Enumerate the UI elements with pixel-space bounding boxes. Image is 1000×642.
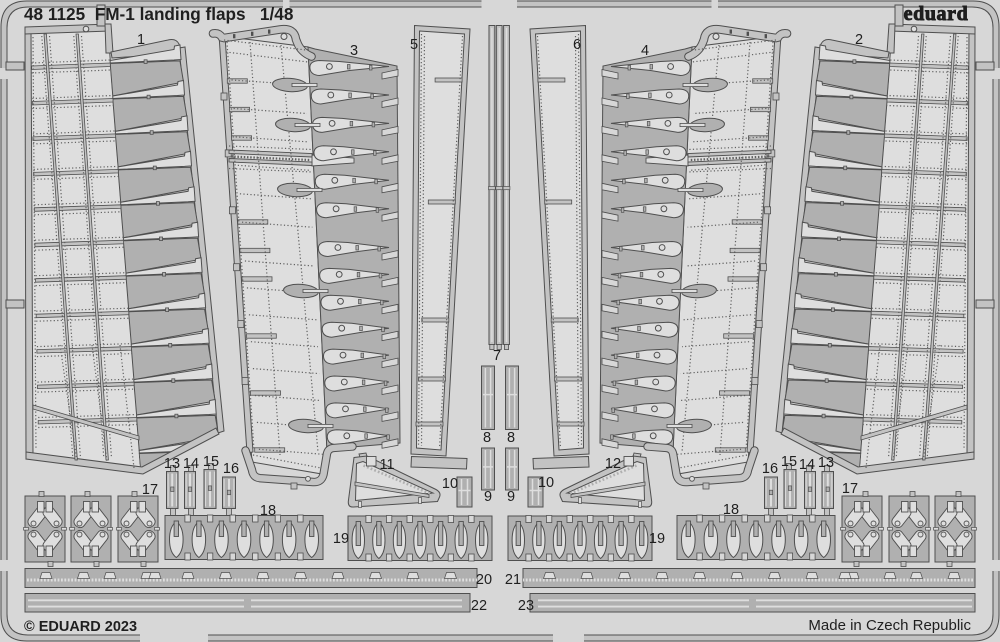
svg-text:23: 23 [518, 598, 534, 614]
svg-text:12: 12 [605, 456, 621, 472]
svg-text:17: 17 [842, 481, 858, 497]
svg-text:2: 2 [855, 32, 863, 48]
svg-text:16: 16 [223, 461, 239, 477]
svg-text:8: 8 [507, 430, 515, 446]
svg-text:15: 15 [203, 454, 219, 470]
svg-text:8: 8 [483, 430, 491, 446]
svg-text:© EDUARD 2023: © EDUARD 2023 [24, 619, 137, 635]
svg-text:14: 14 [799, 457, 815, 473]
svg-text:11: 11 [379, 457, 394, 473]
svg-text:6: 6 [573, 37, 581, 53]
svg-text:19: 19 [333, 531, 349, 547]
svg-text:13: 13 [164, 456, 180, 472]
svg-text:9: 9 [484, 489, 492, 505]
svg-text:48 1125 FM-1 landing flaps: 48 1125 FM-1 landing flaps 1/48 [24, 4, 294, 24]
svg-text:3: 3 [350, 43, 358, 59]
svg-text:20: 20 [476, 572, 492, 588]
svg-text:17: 17 [142, 482, 158, 498]
svg-text:9: 9 [507, 489, 515, 505]
svg-text:Made in Czech Republic: Made in Czech Republic [808, 617, 971, 634]
svg-text:14: 14 [183, 456, 199, 472]
svg-text:10: 10 [442, 476, 458, 492]
svg-text:21: 21 [505, 572, 521, 588]
svg-text:19: 19 [649, 531, 665, 547]
svg-text:15: 15 [781, 454, 797, 470]
svg-text:eduard: eduard [904, 3, 969, 25]
svg-text:1: 1 [137, 32, 145, 48]
svg-text:10: 10 [538, 475, 554, 491]
svg-text:18: 18 [723, 502, 739, 518]
svg-text:5: 5 [410, 37, 418, 53]
svg-text:7: 7 [493, 348, 501, 364]
svg-text:4: 4 [641, 43, 649, 59]
svg-text:16: 16 [762, 461, 778, 477]
svg-text:22: 22 [471, 598, 487, 614]
svg-text:13: 13 [818, 455, 834, 471]
svg-text:18: 18 [260, 503, 276, 519]
